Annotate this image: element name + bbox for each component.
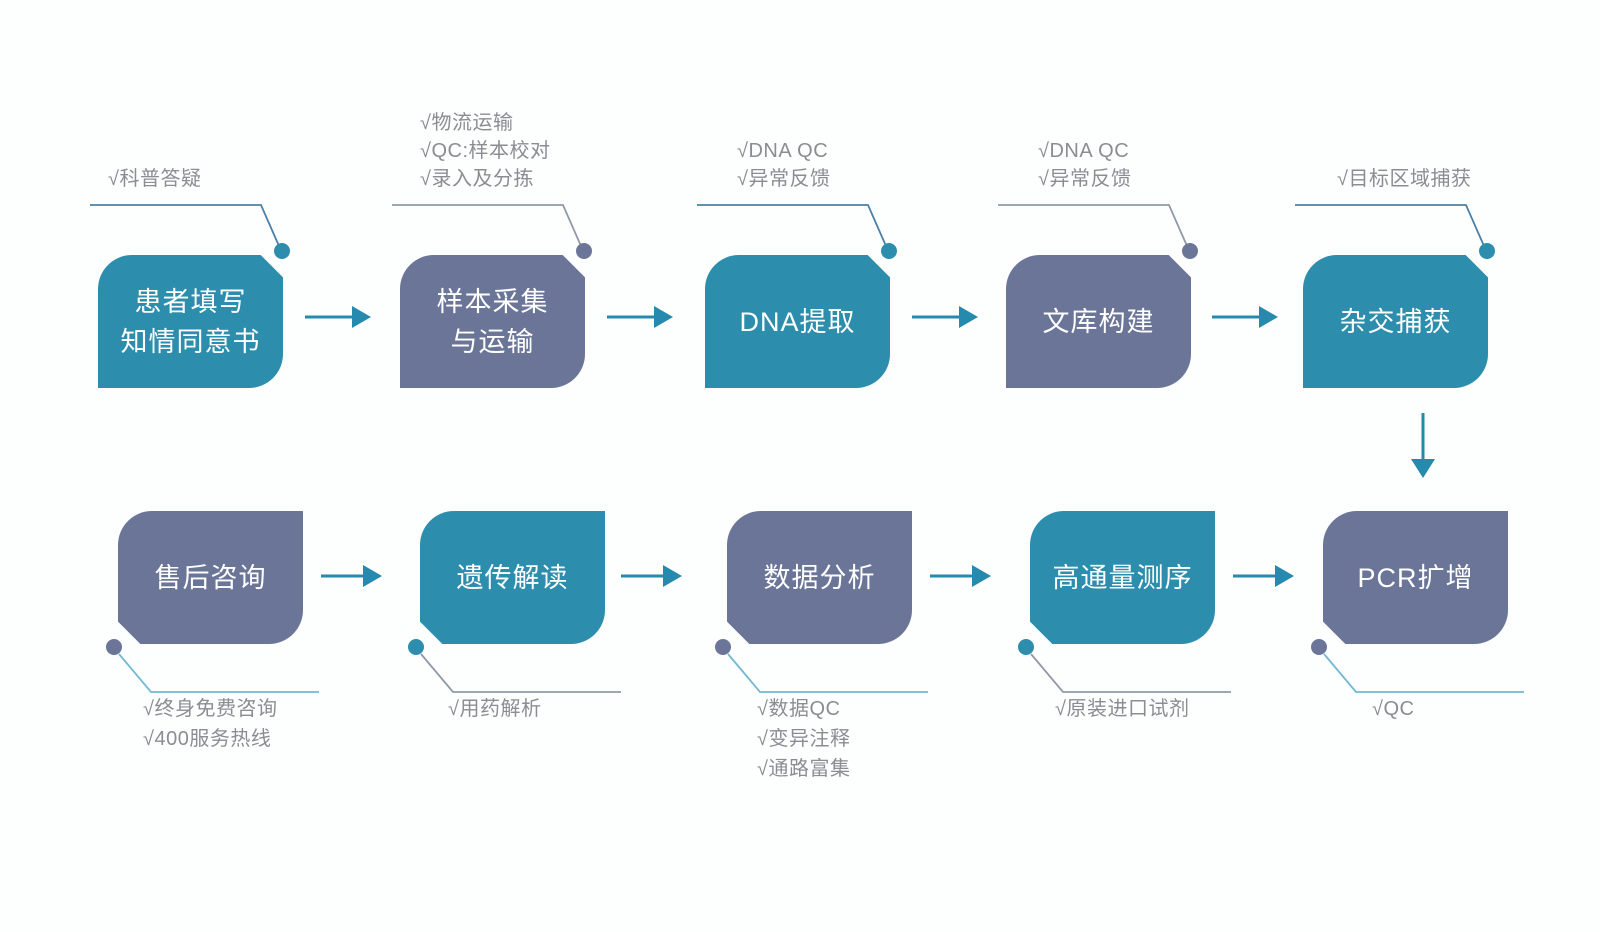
note-block: √DNA QC √异常反馈 — [737, 137, 830, 193]
note-text: √科普答疑 — [108, 168, 202, 190]
corner-notch — [1168, 231, 1215, 278]
connector-line — [727, 653, 928, 693]
step-box-library-construction: 文库构建 — [1006, 231, 1215, 388]
arrow-right-icon — [1212, 306, 1278, 328]
step-label: 样本采集 与运输 — [436, 286, 549, 357]
corner-notch — [867, 231, 914, 278]
note-block: √DNA QC √异常反馈 — [1038, 137, 1131, 193]
step-label: 售后咨询 — [154, 562, 267, 593]
step-box-consent: 患者填写 知情同意书 — [98, 231, 307, 388]
note-text: √原装进口试剂 — [1055, 698, 1190, 720]
note-text: √QC — [1372, 698, 1415, 720]
note-text: √录入及分拣 — [420, 168, 534, 190]
connector-line — [1295, 204, 1485, 247]
corner-notch — [703, 621, 750, 668]
corner-notch — [562, 231, 609, 278]
step-box-sample-transport: 样本采集 与运输 — [400, 231, 609, 388]
arrow-right-icon — [607, 306, 673, 328]
note-text: √数据QC — [757, 698, 841, 720]
arrow-right-icon — [912, 306, 978, 328]
step-box-data-analysis: 数据分析 — [703, 511, 912, 668]
corner-notch — [1299, 621, 1346, 668]
note-text: √物流运输 — [420, 112, 514, 134]
note-block: √数据QC √变异注释 √通路富集 — [757, 694, 850, 784]
step-label: 遗传解读 — [456, 562, 569, 593]
note-block: √QC — [1372, 694, 1414, 724]
corner-notch — [396, 621, 443, 668]
step-label: 杂交捕获 — [1339, 306, 1452, 337]
step-label: PCR扩增 — [1357, 562, 1474, 593]
connector-line — [420, 653, 621, 693]
note-block: √物流运输 √QC:样本校对 √录入及分拣 — [420, 109, 551, 193]
note-text: √DNA QC — [1038, 140, 1130, 162]
step-label: 文库构建 — [1042, 306, 1155, 337]
connector-line — [90, 204, 280, 247]
arrow-right-icon — [621, 565, 682, 587]
connector-line — [1323, 653, 1524, 693]
note-block: √终身免费咨询 √400服务热线 — [143, 694, 277, 754]
arrow-right-icon — [321, 565, 382, 587]
corner-notch — [1006, 621, 1053, 668]
note-block: √科普答疑 — [108, 165, 201, 193]
note-text: √用药解析 — [448, 698, 542, 720]
arrow-right-icon — [930, 565, 991, 587]
note-block: √原装进口试剂 — [1055, 694, 1189, 724]
step-box-pcr-amplification: PCR扩增 — [1299, 511, 1508, 668]
note-text: √目标区域捕获 — [1337, 168, 1472, 190]
step-box-dna-extraction: DNA提取 — [705, 231, 914, 388]
step-box-hybrid-capture: 杂交捕获 — [1303, 231, 1512, 388]
note-block: √用药解析 — [448, 694, 541, 724]
connector-line — [1030, 653, 1231, 693]
note-text: √变异注释 — [757, 728, 851, 750]
step-box-genetic-interpretation: 遗传解读 — [396, 511, 605, 668]
note-text: √异常反馈 — [1038, 168, 1132, 190]
step-box-aftersale-consult: 售后咨询 — [94, 511, 303, 668]
note-text: √通路富集 — [757, 758, 851, 780]
step-label: DNA提取 — [739, 306, 856, 337]
arrow-right-icon — [305, 306, 371, 328]
note-text: √异常反馈 — [737, 168, 831, 190]
corner-notch — [94, 621, 141, 668]
step-box-high-throughput-sequencing: 高通量测序 — [1006, 511, 1215, 668]
connector-line — [998, 204, 1188, 247]
note-text: √QC:样本校对 — [420, 140, 551, 162]
corner-notch — [260, 231, 307, 278]
connector-line — [118, 653, 319, 693]
corner-notch — [1465, 231, 1512, 278]
note-text: √DNA QC — [737, 140, 829, 162]
connector-line — [697, 204, 887, 247]
note-block: √目标区域捕获 — [1337, 165, 1471, 193]
arrow-right-icon — [1233, 565, 1294, 587]
step-label: 患者填写 知情同意书 — [120, 286, 261, 357]
arrow-down-icon — [1411, 413, 1435, 478]
note-text: √400服务热线 — [143, 728, 272, 750]
note-text: √终身免费咨询 — [143, 698, 278, 720]
connector-line — [392, 204, 582, 247]
step-label: 数据分析 — [763, 562, 876, 593]
step-label: 高通量测序 — [1052, 562, 1193, 593]
